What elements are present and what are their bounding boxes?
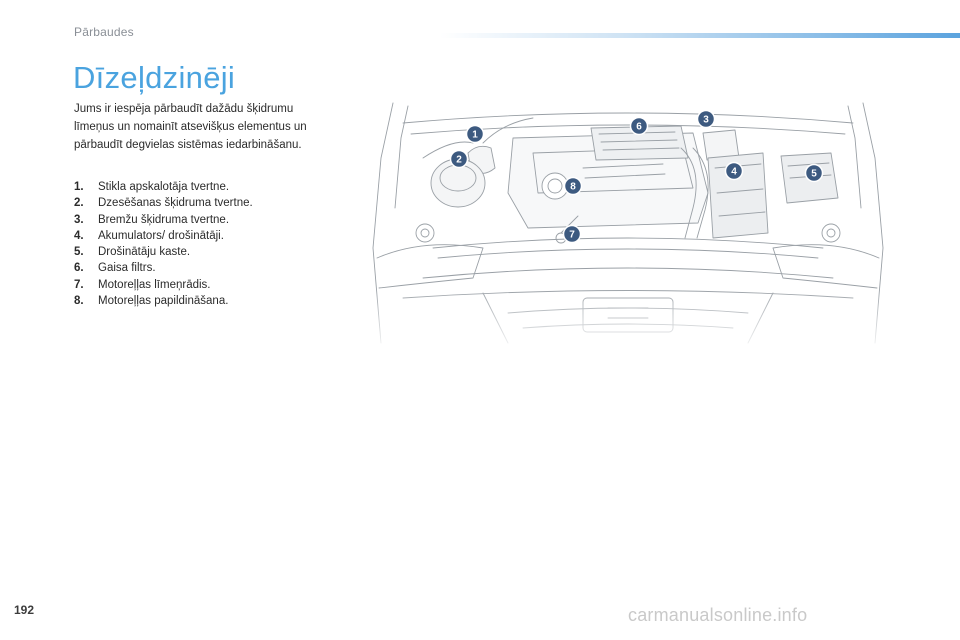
marker-label: 3 xyxy=(703,115,709,126)
marker-label: 1 xyxy=(472,130,478,141)
marker-4: 4 xyxy=(724,161,744,181)
legend-item: 5. Drošinātāju kaste. xyxy=(74,244,334,260)
section-label: Pārbaudes xyxy=(74,25,134,39)
legend-item: 1. Stikla apskalotāja tvertne. xyxy=(74,179,334,195)
legend-text: Motoreļļas līmeņrādis. xyxy=(98,278,211,291)
marker-label: 4 xyxy=(731,167,737,178)
marker-7: 7 xyxy=(562,224,582,244)
legend-number: 4. xyxy=(74,229,84,242)
marker-2: 2 xyxy=(449,149,469,169)
marker-label: 8 xyxy=(570,182,576,193)
marker-8: 8 xyxy=(563,176,583,196)
legend-item: 7. Motoreļļas līmeņrādis. xyxy=(74,277,334,293)
legend-text: Motoreļļas papildināšana. xyxy=(98,295,229,308)
legend-text: Gaisa filtrs. xyxy=(98,262,156,275)
legend-text: Akumulators/ drošinātāji. xyxy=(98,229,224,242)
legend-item: 8. Motoreļļas papildināšana. xyxy=(74,293,334,309)
legend-number: 2. xyxy=(74,197,84,210)
marker-1: 1 xyxy=(465,124,485,144)
marker-label: 6 xyxy=(636,122,642,133)
engine-bay-illustration: 1 2 3 4 5 6 7 8 xyxy=(363,102,893,348)
legend-number: 8. xyxy=(74,295,84,308)
marker-6: 6 xyxy=(629,116,649,136)
legend-number: 3. xyxy=(74,213,84,226)
legend-list: 1. Stikla apskalotāja tvertne. 2. Dzesēšan… xyxy=(74,179,334,309)
legend-number: 5. xyxy=(74,246,84,259)
legend-number: 1. xyxy=(74,181,84,193)
legend-number: 7. xyxy=(74,278,84,291)
legend-item: 6. Gaisa filtrs. xyxy=(74,260,334,276)
legend-text: Bremžu šķidruma tvertne. xyxy=(98,213,230,226)
header-bar xyxy=(440,33,960,38)
watermark: carmanualsonline.info xyxy=(628,605,808,625)
legend-number: 6. xyxy=(74,262,84,275)
legend-text: Drošinātāju kaste. xyxy=(98,246,191,259)
legend-item: 2. Dzesēšanas šķidruma tvertne. xyxy=(74,195,334,211)
page-number: 192 xyxy=(14,603,35,617)
marker-label: 7 xyxy=(569,230,575,241)
page-title: Dīzeļdzinēji xyxy=(73,60,236,95)
marker-label: 2 xyxy=(456,155,462,166)
legend-item: 4. Akumulators/ drošinātāji. xyxy=(74,228,334,244)
marker-5: 5 xyxy=(804,163,824,183)
legend-item: 3. Bremžu šķidruma tvertne. xyxy=(74,212,334,228)
marker-label: 5 xyxy=(811,169,817,180)
legend-text: Dzesēšanas šķidruma tvertne. xyxy=(98,197,253,210)
marker-3: 3 xyxy=(696,109,716,129)
intro-text: Jums ir iespēja pārbaudīt dažādu šķidrum… xyxy=(74,103,307,151)
legend-text: Stikla apskalotāja tvertne. xyxy=(98,181,230,193)
